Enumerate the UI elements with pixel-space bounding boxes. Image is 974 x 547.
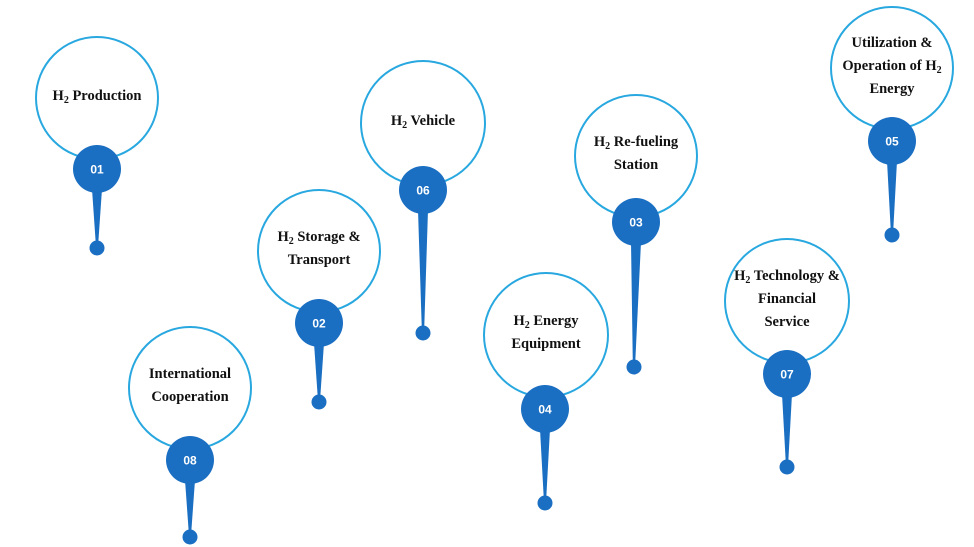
label-text: Energy: [529, 313, 579, 329]
label-text: International: [148, 366, 232, 382]
label-text: H: [734, 267, 746, 284]
subscript: 2: [936, 64, 942, 76]
subscript: 2: [402, 119, 408, 131]
pin-end-dot: [415, 325, 431, 341]
label-line: Operation of H2: [842, 55, 941, 78]
pin-stem: [782, 394, 792, 463]
label-line: Service: [764, 311, 809, 334]
pin-end-dot: [626, 359, 642, 375]
label-text: H: [390, 112, 403, 129]
step-07: 07: [724, 238, 850, 475]
label-text: H: [277, 229, 289, 245]
label-text: Production: [68, 87, 142, 104]
number-marker: [868, 117, 916, 165]
label-text: Operation of H: [842, 57, 937, 74]
pin-stem: [314, 343, 324, 398]
label-text: Utilization &: [851, 34, 933, 51]
label-line: H2 Vehicle: [391, 110, 455, 133]
label-text: Vehicle: [407, 112, 456, 129]
number-marker: [521, 385, 569, 433]
label-text: Equipment: [511, 336, 581, 352]
pin-stem: [92, 189, 102, 244]
subscript: 2: [288, 236, 294, 247]
step-03: 03: [574, 94, 698, 375]
label-line: H2 Storage &: [277, 226, 360, 249]
step-number: 03: [629, 216, 643, 230]
label-text: H: [593, 134, 606, 150]
step-number: 07: [780, 368, 794, 382]
pin-stem: [418, 210, 428, 329]
label-line: Energy: [869, 78, 914, 101]
subscript: 2: [524, 320, 530, 331]
label-line: Transport: [288, 249, 351, 272]
step-label: H2 Storage & Transport: [249, 209, 389, 289]
label-line: Cooperation: [151, 386, 228, 409]
number-marker: [295, 299, 343, 347]
label-text: Service: [764, 313, 810, 330]
label-text: Storage &: [293, 229, 361, 245]
pin-stem: [887, 161, 897, 231]
subscript: 2: [745, 274, 751, 286]
label-text: Technology &: [750, 267, 840, 284]
pin-stem: [540, 429, 550, 499]
label-line: Station: [614, 154, 658, 177]
step-number: 04: [538, 403, 552, 417]
step-number: 08: [183, 454, 197, 468]
label-text: Re-fueling: [610, 134, 679, 150]
step-number: 02: [312, 317, 326, 331]
number-marker: [763, 350, 811, 398]
number-marker: [166, 436, 214, 484]
step-number: 01: [90, 163, 104, 177]
label-text: H: [513, 313, 525, 329]
number-marker: [73, 145, 121, 193]
step-number: 06: [416, 184, 430, 198]
label-line: H2 Energy: [513, 310, 578, 333]
step-01: 01: [35, 36, 159, 256]
label-text: Financial: [757, 290, 816, 307]
step-08: 08: [128, 326, 252, 545]
label-line: Utilization &: [852, 32, 933, 55]
step-02: 02: [257, 189, 381, 410]
label-text: Station: [613, 157, 659, 173]
label-text: H: [52, 87, 64, 104]
pin-end-dot: [89, 240, 105, 256]
number-marker: [612, 198, 660, 246]
pin-end-dot: [311, 394, 327, 410]
subscript: 2: [63, 94, 69, 106]
label-text: Energy: [869, 80, 915, 97]
label-line: Financial: [758, 288, 816, 311]
number-marker: [399, 166, 447, 214]
pin-end-dot: [182, 529, 198, 545]
subscript: 2: [605, 141, 611, 152]
label-text: Transport: [287, 252, 351, 268]
label-line: H2 Technology &: [734, 265, 840, 288]
step-number: 05: [885, 135, 899, 149]
step-04: 04: [483, 272, 609, 511]
step-label: H2 Vehicle: [353, 81, 493, 161]
pin-stem: [185, 480, 195, 533]
step-06: 06: [360, 60, 486, 341]
label-line: Equipment: [511, 333, 580, 356]
pin-end-dot: [779, 459, 795, 475]
label-line: International: [149, 363, 231, 386]
pin-stem: [631, 242, 641, 363]
pin-end-dot: [537, 495, 553, 511]
label-text: Cooperation: [151, 389, 229, 405]
label-line: H2 Production: [53, 85, 142, 108]
step-05: 05: [830, 6, 954, 243]
label-line: H2 Re-fueling: [594, 131, 678, 154]
step-label: H2 Production: [27, 56, 167, 136]
pin-end-dot: [884, 227, 900, 243]
